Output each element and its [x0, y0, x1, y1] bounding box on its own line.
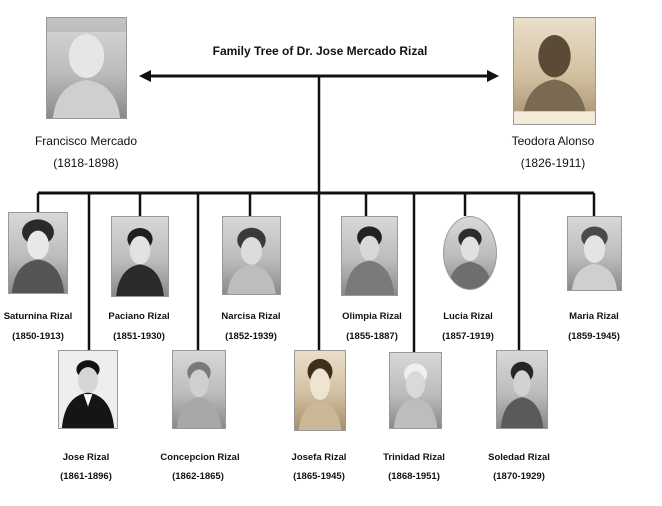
- josefa-years: (1865-1945): [293, 471, 345, 482]
- saturnina-portrait: [8, 212, 68, 294]
- arrow-head-right: [487, 70, 499, 82]
- concepcion-years: (1862-1865): [172, 471, 224, 482]
- saturnina-name: Saturnina Rizal: [3, 311, 73, 322]
- lucia-portrait: [443, 216, 497, 290]
- soledad-name: Soledad Rizal: [488, 452, 550, 463]
- maria-name: Maria Rizal: [569, 311, 619, 322]
- lucia-years: (1857-1919): [442, 331, 494, 342]
- concepcion-name: Concepcion Rizal: [160, 452, 240, 463]
- olimpia-name: Olimpia Rizal: [342, 311, 402, 322]
- narcisa-portrait: [222, 216, 281, 295]
- jose-portrait: [58, 350, 118, 429]
- diagram-title: Family Tree of Dr. Jose Mercado Rizal: [212, 44, 428, 58]
- mother-portrait: [513, 17, 596, 125]
- josefa-name: Josefa Rizal: [291, 452, 347, 463]
- paciano-portrait: [111, 216, 169, 297]
- concepcion-portrait: [172, 350, 226, 429]
- father-portrait: [46, 17, 127, 119]
- mother-years: (1826-1911): [520, 156, 586, 170]
- trinidad-years: (1868-1951): [388, 471, 440, 482]
- narcisa-name: Narcisa Rizal: [221, 311, 281, 322]
- arrow-head-left: [139, 70, 151, 82]
- paciano-name: Paciano Rizal: [108, 311, 170, 322]
- narcisa-years: (1852-1939): [225, 331, 277, 342]
- lucia-name: Lucia Rizal: [443, 311, 493, 322]
- maria-portrait: [567, 216, 622, 291]
- olimpia-years: (1855-1887): [346, 331, 398, 342]
- maria-years: (1859-1945): [568, 331, 620, 342]
- josefa-portrait: [294, 350, 346, 431]
- jose-name: Jose Rizal: [62, 452, 110, 463]
- father-name: Francisco Mercado: [34, 134, 138, 148]
- soledad-years: (1870-1929): [493, 471, 545, 482]
- trinidad-name: Trinidad Rizal: [383, 452, 445, 463]
- trinidad-portrait: [389, 352, 442, 429]
- mother-name: Teodora Alonso: [511, 134, 595, 148]
- soledad-portrait: [496, 350, 548, 429]
- father-years: (1818-1898): [53, 156, 119, 170]
- jose-years: (1861-1896): [60, 471, 112, 482]
- olimpia-portrait: [341, 216, 398, 296]
- paciano-years: (1851-1930): [113, 331, 165, 342]
- saturnina-years: (1850-1913): [12, 331, 64, 342]
